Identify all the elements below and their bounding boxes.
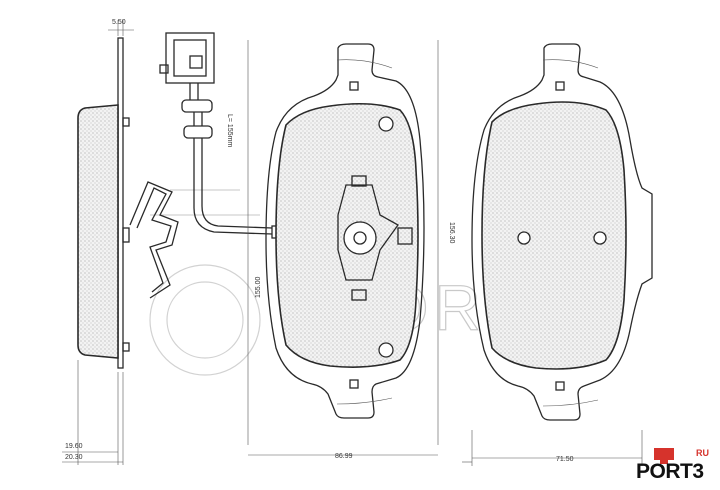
dim-thickness-a: 19.60 xyxy=(65,443,83,450)
dim-thickness-b: 20.30 xyxy=(65,454,83,461)
pad-backing-plate xyxy=(265,43,425,419)
pad-center-hole xyxy=(353,231,367,245)
dim-pad-height-left: 155.00 xyxy=(255,276,262,298)
brand-name: PORT3 xyxy=(636,460,704,483)
clip-tab-mid xyxy=(122,227,130,243)
dim-wire-length: L= 155mm xyxy=(226,114,233,147)
dim-top-thickness: 5.50 xyxy=(112,19,126,26)
clip-tab-bottom xyxy=(122,342,130,352)
brand-mark-icon xyxy=(654,448,674,464)
wire-grommet-1 xyxy=(181,99,213,113)
sensor-connector-latch xyxy=(159,64,169,74)
pad-back-hole-right xyxy=(593,231,607,245)
sensor-connector-pin xyxy=(189,55,203,69)
pad-clip-bottom xyxy=(349,379,359,389)
dim-width-right: 71.50 xyxy=(556,456,574,463)
dim-width-left: 86.99 xyxy=(335,453,353,460)
pad-front-left: 155.00 156.30 86.99 xyxy=(247,40,455,460)
sensor-wire xyxy=(159,32,295,239)
wire-grommet-2 xyxy=(183,125,213,139)
pad-tab-lower xyxy=(351,289,367,301)
clip-tab-top xyxy=(122,117,130,127)
pad-back-clip-bottom xyxy=(555,381,565,391)
watermark-logo xyxy=(149,189,261,376)
pad-back-hole-left xyxy=(517,231,531,245)
pad-tab-right xyxy=(397,227,413,245)
friction-material-side xyxy=(77,104,119,359)
pad-pin-hole-bottom xyxy=(378,342,394,358)
pad-back-right: 71.50 xyxy=(462,43,653,466)
pad-tab-upper xyxy=(351,175,367,187)
pad-clip-top xyxy=(349,81,359,91)
pad-pin-hole-top xyxy=(378,116,394,132)
pad-center-plate xyxy=(337,184,399,281)
brand-logo: RU PORT3 xyxy=(634,448,718,488)
pad-back-friction-area xyxy=(481,101,627,370)
brand-suffix: RU xyxy=(696,448,709,458)
pad-back-clip-top xyxy=(555,81,565,91)
dim-pad-height-right: 156.30 xyxy=(448,222,455,244)
sensor-connector-inner xyxy=(173,39,207,77)
side-view: 5.50 L= 155mm 19.60 20.30 xyxy=(62,19,295,465)
pad-back-plate xyxy=(471,43,653,421)
retaining-spring xyxy=(129,181,179,299)
